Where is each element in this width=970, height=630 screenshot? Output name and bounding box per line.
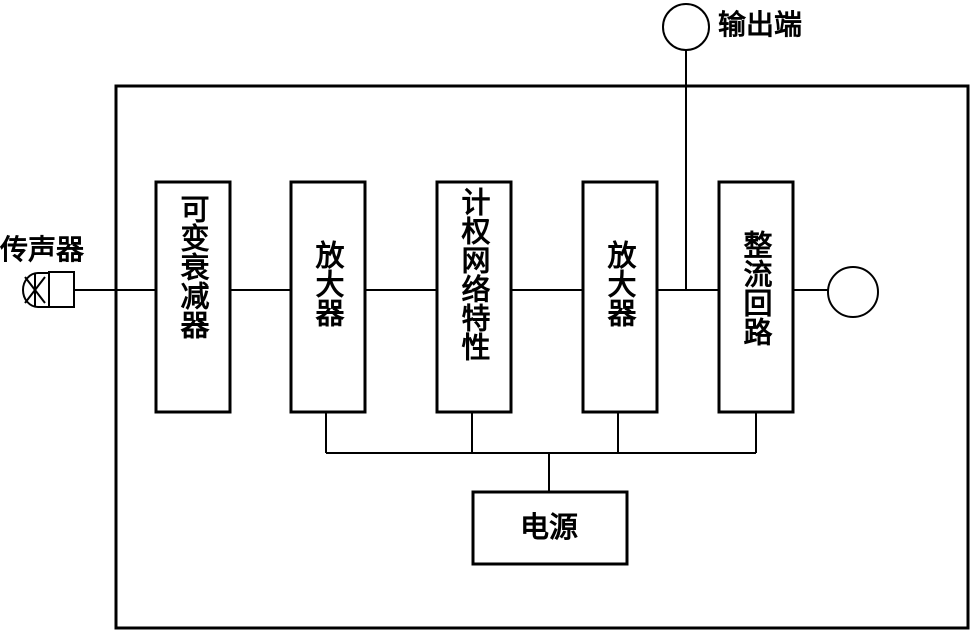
- microphone-icon: [22, 271, 75, 308]
- amplifier-2-block: [581, 180, 659, 414]
- rectifier-block: [717, 180, 795, 414]
- weighting-network-label: 计权网络特性: [457, 187, 491, 361]
- output-label: 输出端: [718, 8, 803, 41]
- attenuator-label: 可变衰减器: [176, 194, 210, 339]
- amplifier-1-block: [289, 180, 367, 414]
- instrument-frame: [114, 84, 970, 630]
- meter-terminal-icon: [827, 266, 879, 318]
- power-supply-label: 电源: [520, 510, 579, 544]
- power-supply-block: [471, 490, 629, 566]
- amplifier-2-label: 放大器: [603, 240, 637, 327]
- rectifier-label: 整流回路: [739, 230, 773, 346]
- attenuator-block: [154, 180, 232, 414]
- weighting-network-block: [435, 180, 513, 414]
- output-terminal-icon: [662, 3, 710, 51]
- amplifier-1-label: 放大器: [311, 240, 345, 327]
- microphone-label: 传声器: [0, 233, 85, 266]
